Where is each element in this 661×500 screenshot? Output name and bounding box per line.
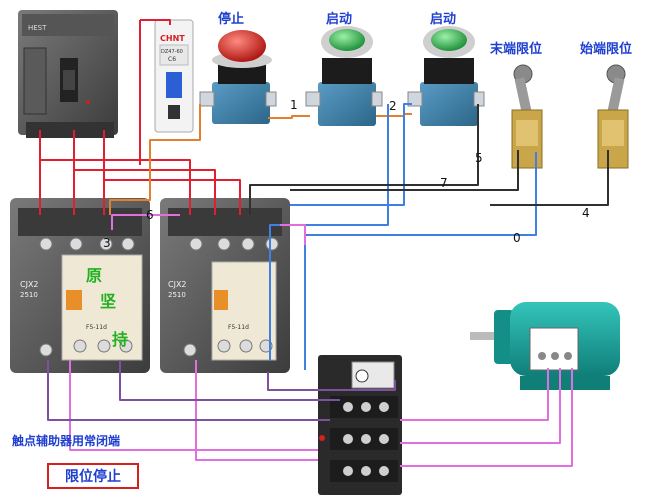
- start-limit-label: 始端限位: [580, 42, 633, 57]
- start-button-1: [305, 26, 383, 126]
- contactor-left-model: CJX2: [20, 280, 39, 289]
- end-limit-switch: [511, 64, 543, 169]
- wire-number: 2: [389, 99, 397, 113]
- end-limit-label: 末端限位: [490, 42, 543, 57]
- wire-number: 1: [290, 98, 298, 112]
- mcb-brand: CHNT: [160, 34, 185, 43]
- wire-number: 0: [513, 231, 521, 245]
- mcb-model: DZ47-60: [161, 49, 183, 55]
- thermal-overload-relay: [318, 355, 402, 495]
- contactor-left-rating: 2510: [20, 291, 38, 299]
- miniature-breaker: [154, 19, 194, 133]
- start-button-2: [407, 26, 485, 126]
- wires: [39, 19, 609, 467]
- wire-number: 7: [440, 176, 448, 190]
- limit-stop-label: 限位停止: [47, 463, 139, 489]
- contactor-right-aux-block: F5-11d: [228, 324, 249, 331]
- stop-button-label: 停止: [218, 12, 245, 27]
- start-button-1-label: 启动: [326, 12, 353, 27]
- breaker-brand: HEST: [28, 24, 47, 32]
- mcb-rating: C6: [168, 56, 176, 63]
- wire-number: 5: [475, 151, 483, 165]
- handwritten-char: 坚: [100, 292, 117, 311]
- wire-number: 3: [103, 236, 111, 250]
- motor: [470, 302, 620, 390]
- start-button-2-label: 启动: [430, 12, 457, 27]
- handwritten-char: 持: [112, 330, 129, 349]
- handwritten-char: 原: [86, 266, 103, 285]
- contactor-right-model: CJX2: [168, 280, 187, 289]
- wire-number: 4: [582, 206, 590, 220]
- stop-button: [199, 30, 277, 124]
- aux-contact-note: 触点辅助器用常闭端: [12, 434, 121, 448]
- contactor-right: [160, 198, 290, 373]
- wire-number: 6: [146, 208, 154, 222]
- contactor-left: [10, 198, 150, 373]
- contactor-right-rating: 2510: [168, 291, 186, 299]
- main-breaker: [18, 10, 118, 138]
- start-limit-switch: [597, 64, 629, 169]
- contactor-left-aux-block: F5-11d: [86, 324, 107, 331]
